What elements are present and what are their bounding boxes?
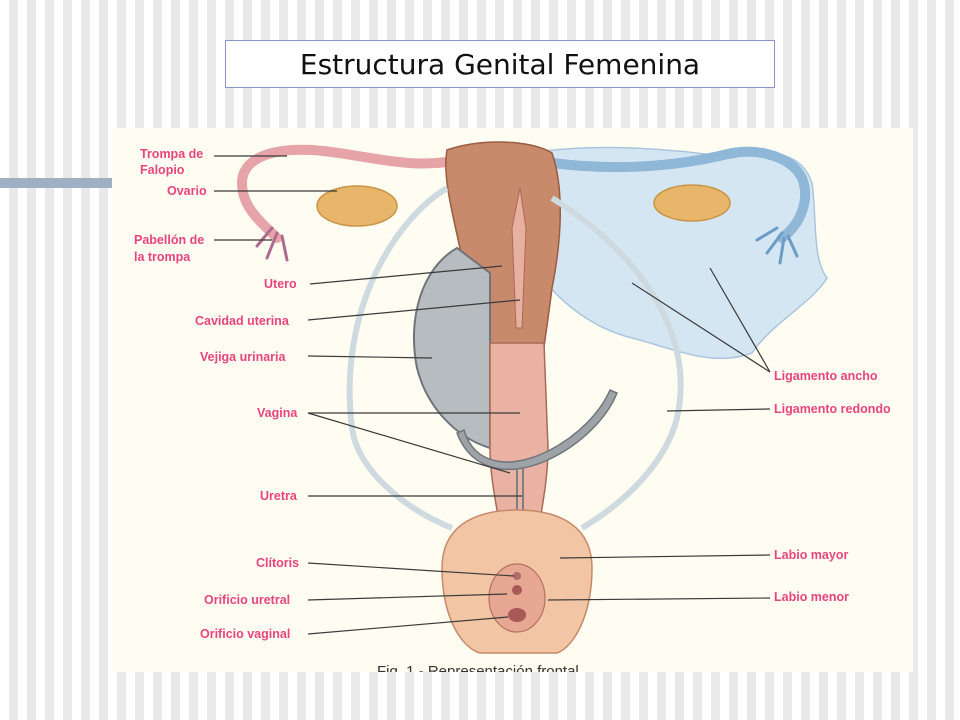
uterine-cavity-shape	[511, 187, 527, 329]
right-round-ligament-shape	[550, 195, 684, 531]
label-clitoris: Clítoris	[256, 556, 299, 570]
label-orificio-uretral: Orificio uretral	[204, 593, 290, 607]
label-uretra: Uretra	[260, 489, 298, 503]
label-vejiga: Vejiga urinaria	[200, 350, 287, 364]
right-ovary-shape	[653, 184, 731, 222]
label-pabellon-line2: la trompa	[134, 250, 191, 264]
accent-bar	[0, 178, 112, 188]
title-box: Estructura Genital Femenina	[225, 40, 775, 88]
label-ovario: Ovario	[167, 184, 207, 198]
label-trompa-line2: Falopio	[140, 163, 185, 177]
left-ovary-shape	[316, 185, 398, 227]
label-labio-menor: Labio menor	[774, 590, 849, 604]
right-tube-shape	[547, 146, 811, 243]
labia-minora-shape	[488, 563, 546, 633]
label-trompa-line1: Trompa de	[140, 147, 203, 161]
label-ligamento-redondo: Ligamento redondo	[774, 402, 891, 416]
label-labio-mayor: Labio mayor	[774, 548, 848, 562]
label-orificio-vaginal: Orificio vaginal	[200, 627, 290, 641]
anatomy-diagram: Trompa de Falopio Ovario Pabellón de la …	[134, 141, 891, 672]
urethral-orifice-shape	[512, 585, 522, 595]
clitoris-shape	[513, 572, 521, 580]
bladder-shape	[413, 246, 491, 450]
left-tube-shape	[236, 144, 472, 243]
label-cavidad: Cavidad uterina	[195, 314, 290, 328]
vaginal-wall-band-shape	[456, 389, 618, 471]
vaginal-orifice-shape	[508, 608, 526, 622]
label-utero: Utero	[264, 277, 297, 291]
right-fimbria-shape	[755, 226, 799, 265]
label-vagina: Vagina	[257, 406, 298, 420]
left-round-ligament-shape	[346, 185, 454, 531]
left-fimbria-shape	[255, 226, 289, 262]
label-ligamento-ancho: Ligamento ancho	[774, 369, 878, 383]
figure-caption: Fig. 1 - Representación frontal	[377, 663, 579, 672]
vagina-shape	[489, 342, 549, 539]
leader-lines	[214, 155, 771, 635]
slide-title: Estructura Genital Femenina	[299, 47, 701, 81]
label-pabellon-line1: Pabellón de	[134, 233, 204, 247]
